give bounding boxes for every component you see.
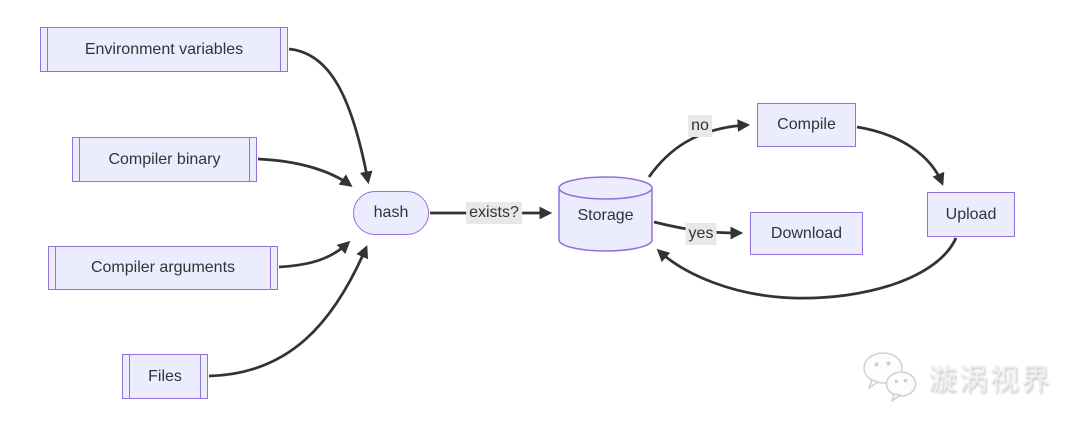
node-label: hash [373, 204, 409, 221]
edge-compile-to-upload [856, 125, 945, 186]
node-files: Files [122, 354, 208, 399]
subroutine-inner-line [249, 138, 250, 181]
node-download: Download [750, 212, 863, 255]
edge-binary-to-hash [257, 157, 353, 187]
node-label: Storage [577, 207, 634, 224]
node-label: Download [770, 224, 843, 242]
subroutine-inner-line [200, 355, 201, 398]
node-compiler-arguments: Compiler arguments [48, 246, 278, 290]
node-label: Environment variables [84, 40, 244, 58]
subroutine-inner-line [47, 28, 48, 71]
watermark-text: 漩涡视界 [927, 364, 1052, 396]
wechat-logo-icon [863, 352, 917, 402]
edge-upload-to-storage [656, 237, 958, 300]
edge-label-no: no [688, 115, 712, 137]
node-compile: Compile [757, 103, 856, 147]
edge-env-to-hash [288, 47, 373, 185]
node-storage: Storage [558, 175, 653, 255]
edge-args-to-hash [278, 240, 351, 269]
edge-storage-to-compile [647, 119, 751, 178]
database-cylinder-icon [558, 176, 653, 252]
node-label: Files [148, 367, 182, 385]
edge-label-exists: exists? [466, 202, 522, 224]
node-hash: hash [353, 191, 429, 235]
node-compiler-binary: Compiler binary [72, 137, 257, 182]
subroutine-inner-line [79, 138, 80, 181]
subroutine-inner-line [55, 247, 56, 289]
node-label: Compiler binary [108, 150, 221, 168]
edge-label-yes: yes [685, 223, 717, 245]
node-label: Compiler arguments [90, 259, 236, 276]
subroutine-inner-line [129, 355, 130, 398]
subroutine-inner-line [280, 28, 281, 71]
subroutine-inner-line [270, 247, 271, 289]
node-environment-variables: Environment variables [40, 27, 288, 72]
node-label: Compile [777, 116, 836, 133]
edge-files-to-hash [208, 245, 369, 378]
node-label: Upload [945, 205, 997, 223]
node-upload: Upload [927, 192, 1015, 237]
watermark: 漩涡视界 [862, 351, 1052, 403]
